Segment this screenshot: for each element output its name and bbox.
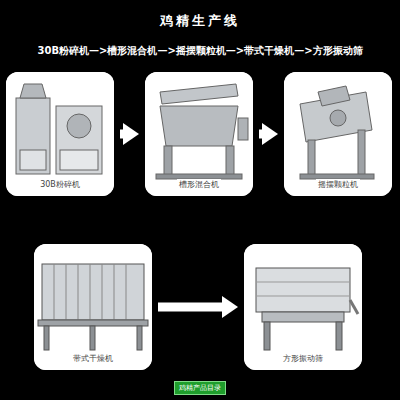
flow-arrow: [259, 130, 262, 139]
machine-box: 30B粉碎机: [6, 72, 114, 196]
node-caption: 鸡精产品目录: [179, 383, 221, 393]
flow-arrow: [158, 303, 222, 312]
node-caption: 30B粉碎机: [38, 179, 82, 190]
machine-box: 方形振动筛: [244, 244, 362, 370]
node-caption: 方形振动筛: [281, 353, 325, 364]
flow-arrow: [120, 130, 123, 139]
diagram-title: 鸡精生产线: [0, 12, 400, 30]
node-caption: 摇摆颗粒机: [316, 179, 360, 190]
machine-box: 带式干燥机: [34, 244, 152, 370]
machine-box: 槽形混合机: [145, 72, 253, 196]
node-caption: 槽形混合机: [177, 179, 221, 190]
machine-box: 摇摆颗粒机: [284, 72, 392, 196]
process-flow-label: 30B粉碎机—>槽形混合机—>摇摆颗粒机—>带式干燥机—>方形振动筛: [0, 44, 400, 58]
catalog-button: 鸡精产品目录: [174, 381, 226, 395]
node-caption: 带式干燥机: [71, 353, 115, 364]
